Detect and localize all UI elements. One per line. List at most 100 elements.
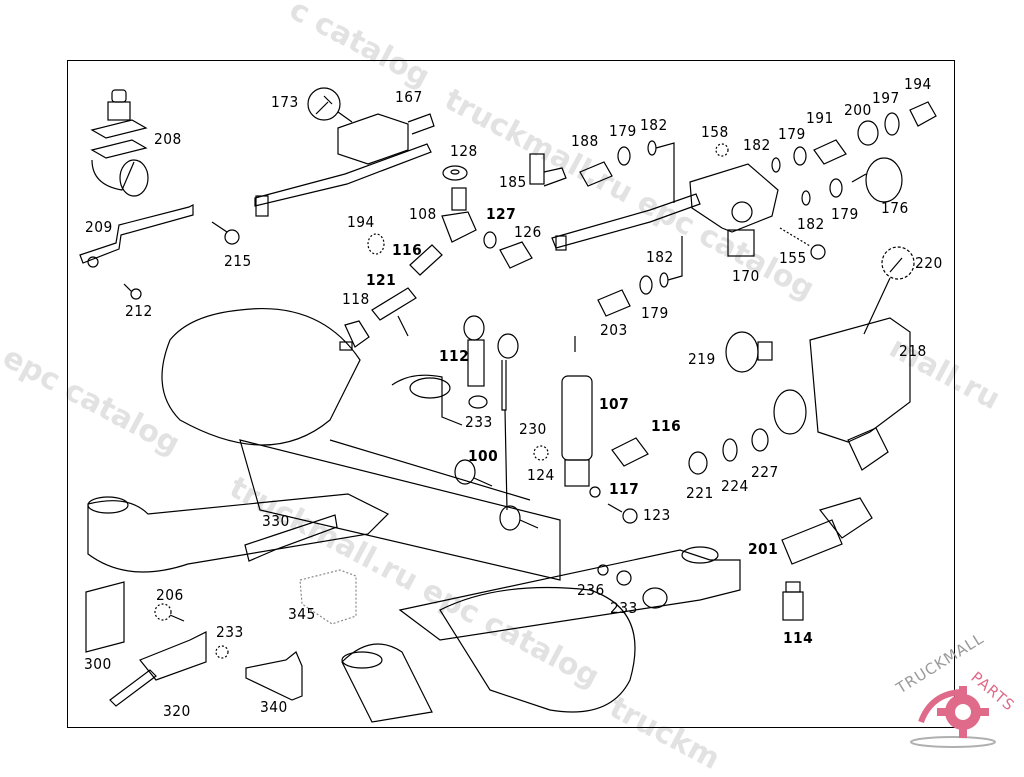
brand-logo[interactable]: TRUCKMALL PARTS (893, 629, 1024, 750)
part-label-218: 218 (899, 342, 927, 360)
part-182-oring-a (647, 140, 657, 156)
part-label-123: 123 (643, 506, 671, 524)
part-label-233: 233 (216, 623, 244, 641)
part-label-179: 179 (831, 205, 859, 223)
part-100-joint (454, 459, 493, 487)
part-182-oring-d (659, 272, 669, 288)
part-107-shock (561, 336, 593, 487)
part-108-fitting (441, 187, 477, 243)
part-188-fitting (579, 161, 613, 187)
part-191-fitting (813, 139, 847, 165)
wrench-icon-173 (307, 87, 353, 123)
part-label-191: 191 (806, 109, 834, 127)
part-label-233: 233 (465, 413, 493, 431)
part-194-plug-a (367, 233, 385, 255)
part-206-bolt (154, 603, 185, 622)
part-label-215: 215 (224, 252, 252, 270)
part-label-179: 179 (778, 125, 806, 143)
part-label-200: 200 (844, 101, 872, 119)
part-179-washer-c (829, 178, 843, 198)
part-label-182: 182 (646, 248, 674, 266)
part-label-230: 230 (519, 420, 547, 438)
part-221-plug (688, 451, 708, 475)
part-label-128: 128 (450, 142, 478, 160)
part-label-170: 170 (732, 267, 760, 285)
part-label-188: 188 (571, 132, 599, 150)
part-179-washer-d (639, 275, 653, 295)
part-218-valve-block (773, 317, 911, 471)
part-182-oring-b (771, 157, 781, 173)
part-117-nut (589, 486, 601, 498)
part-label-227: 227 (751, 463, 779, 481)
part-label-179: 179 (641, 304, 669, 322)
part-340-bracket (245, 651, 303, 701)
part-label-182: 182 (640, 116, 668, 134)
part-126-fitting (499, 241, 533, 269)
part-label-345: 345 (288, 605, 316, 623)
leader-line (655, 142, 675, 203)
part-label-118: 118 (342, 290, 370, 308)
part-label-208: 208 (154, 130, 182, 148)
part-179-washer-a (617, 146, 631, 166)
part-label-173: 173 (271, 93, 299, 111)
part-209-bracket (79, 204, 194, 264)
part-label-182: 182 (797, 215, 825, 233)
part-233-washer-c (215, 645, 229, 659)
part-116-fitting-b (611, 437, 649, 467)
part-label-121: 121 (366, 271, 397, 289)
part-233-nut-b (616, 570, 632, 586)
part-label-127: 127 (486, 205, 517, 223)
part-label-124: 124 (527, 466, 555, 484)
part-label-197: 197 (872, 89, 900, 107)
part-219-knob (725, 331, 773, 373)
part-182-oring-c (801, 190, 811, 206)
part-230-rod (499, 360, 539, 531)
part-label-194: 194 (904, 75, 932, 93)
part-label-182: 182 (743, 136, 771, 154)
part-155-bolt (779, 227, 826, 260)
part-121-tee (371, 287, 417, 337)
part-label-176: 176 (881, 199, 909, 217)
part-227-fitting (751, 428, 769, 452)
part-179-washer-b (793, 146, 807, 166)
part-label-155: 155 (779, 249, 807, 267)
part-127-washer (483, 231, 497, 249)
part-label-100: 100 (468, 447, 499, 465)
part-label-330: 330 (262, 512, 290, 530)
part-label-224: 224 (721, 477, 749, 495)
part-label-233: 233 (610, 599, 638, 617)
part-label-194: 194 (347, 213, 375, 231)
part-112-boot (463, 315, 519, 387)
part-label-185: 185 (499, 173, 527, 191)
part-224-washer (722, 438, 738, 462)
part-label-220: 220 (915, 254, 943, 272)
part-label-340: 340 (260, 698, 288, 716)
part-label-117: 117 (609, 480, 640, 498)
part-233-washer-a (468, 395, 488, 409)
part-236-ring (597, 564, 609, 576)
part-label-236: 236 (577, 581, 605, 599)
part-label-219: 219 (688, 350, 716, 368)
part-label-209: 209 (85, 218, 113, 236)
part-label-107: 107 (599, 395, 630, 413)
parts-drawing (79, 87, 937, 723)
part-330-bracket (244, 514, 338, 562)
part-215-bolt (211, 221, 240, 245)
part-200-fitting (857, 120, 879, 146)
part-233-cap (642, 587, 668, 609)
part-label-201: 201 (748, 540, 779, 558)
part-label-203: 203 (600, 321, 628, 339)
part-167-valve (254, 113, 435, 217)
part-320-bracket (109, 631, 207, 707)
part-203-fitting (597, 289, 631, 317)
wrench-icon-220 (863, 246, 915, 335)
part-label-167: 167 (395, 88, 423, 106)
part-label-206: 206 (156, 586, 184, 604)
part-128-nut (442, 165, 468, 181)
part-label-221: 221 (686, 484, 714, 502)
part-label-126: 126 (514, 223, 542, 241)
part-label-158: 158 (701, 123, 729, 141)
part-208-valve (90, 89, 149, 197)
gear-icon (910, 686, 996, 748)
part-label-179: 179 (609, 122, 637, 140)
